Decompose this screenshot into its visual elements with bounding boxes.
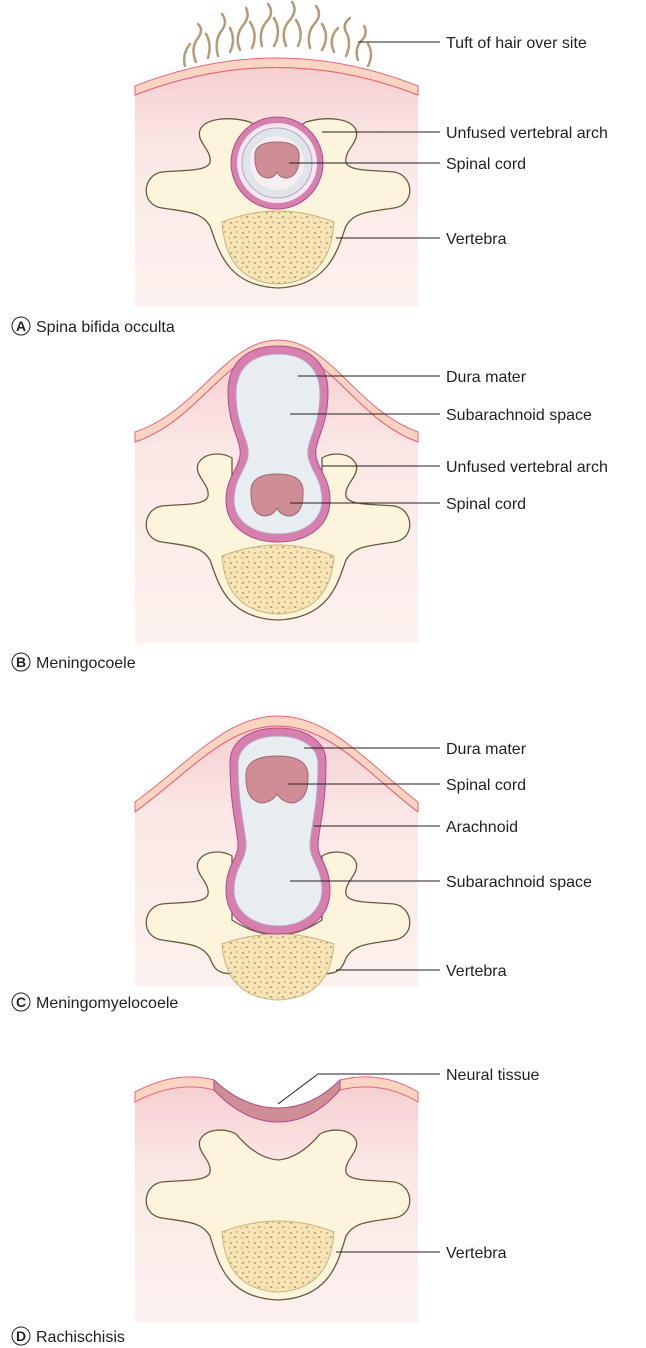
- panel-b-illustration: [135, 340, 418, 643]
- panel-d: Neural tissue Vertebra D Rachischisis: [12, 1067, 539, 1346]
- caption-c: C Meningomyelocoele: [12, 993, 178, 1012]
- label-neural-tissue: Neural tissue: [446, 1067, 539, 1084]
- panel-d-illustration: [135, 1077, 418, 1322]
- label-vertebra: Vertebra: [446, 1245, 507, 1262]
- panel-a-illustration: [135, 2, 418, 306]
- label-vertebra: Vertebra: [446, 231, 507, 248]
- caption-a-title: Spina bifida occulta: [36, 319, 175, 336]
- caption-c-title: Meningomyelocoele: [36, 995, 178, 1012]
- panel-c: Dura mater Spinal cord Arachnoid Subarac…: [12, 716, 592, 1012]
- label-unfused-vertebral-arch: Unfused vertebral arch: [446, 459, 608, 476]
- label-spinal-cord: Spinal cord: [446, 777, 526, 794]
- caption-a: A Spina bifida occulta: [12, 317, 175, 336]
- vertebral-body-cancellous: [222, 934, 334, 1000]
- label-spinal-cord: Spinal cord: [446, 156, 526, 173]
- label-spinal-cord: Spinal cord: [446, 496, 526, 513]
- caption-b-letter: B: [16, 654, 26, 670]
- caption-d-letter: D: [16, 1328, 26, 1344]
- hair-tuft: [184, 2, 371, 66]
- panel-b: Dura mater Subarachnoid space Unfused ve…: [12, 340, 608, 672]
- label-subarachnoid-space: Subarachnoid space: [446, 874, 592, 891]
- label-tuft-of-hair: Tuft of hair over site: [446, 35, 587, 52]
- label-dura-mater: Dura mater: [446, 369, 527, 386]
- caption-a-letter: A: [16, 318, 26, 334]
- spinal-cord: [255, 142, 299, 178]
- caption-d-title: Rachischisis: [36, 1329, 125, 1346]
- label-arachnoid: Arachnoid: [446, 819, 518, 836]
- caption-c-letter: C: [16, 994, 26, 1010]
- caption-d: D Rachischisis: [12, 1327, 125, 1346]
- label-unfused-vertebral-arch: Unfused vertebral arch: [446, 125, 608, 142]
- label-vertebra: Vertebra: [446, 963, 507, 980]
- caption-b-title: Meningocoele: [36, 655, 136, 672]
- panel-a: Tuft of hair over site Unfused vertebral…: [12, 2, 608, 336]
- label-dura-mater: Dura mater: [446, 741, 527, 758]
- label-subarachnoid-space: Subarachnoid space: [446, 407, 592, 424]
- caption-b: B Meningocoele: [12, 653, 136, 672]
- panel-c-illustration: [135, 716, 418, 1000]
